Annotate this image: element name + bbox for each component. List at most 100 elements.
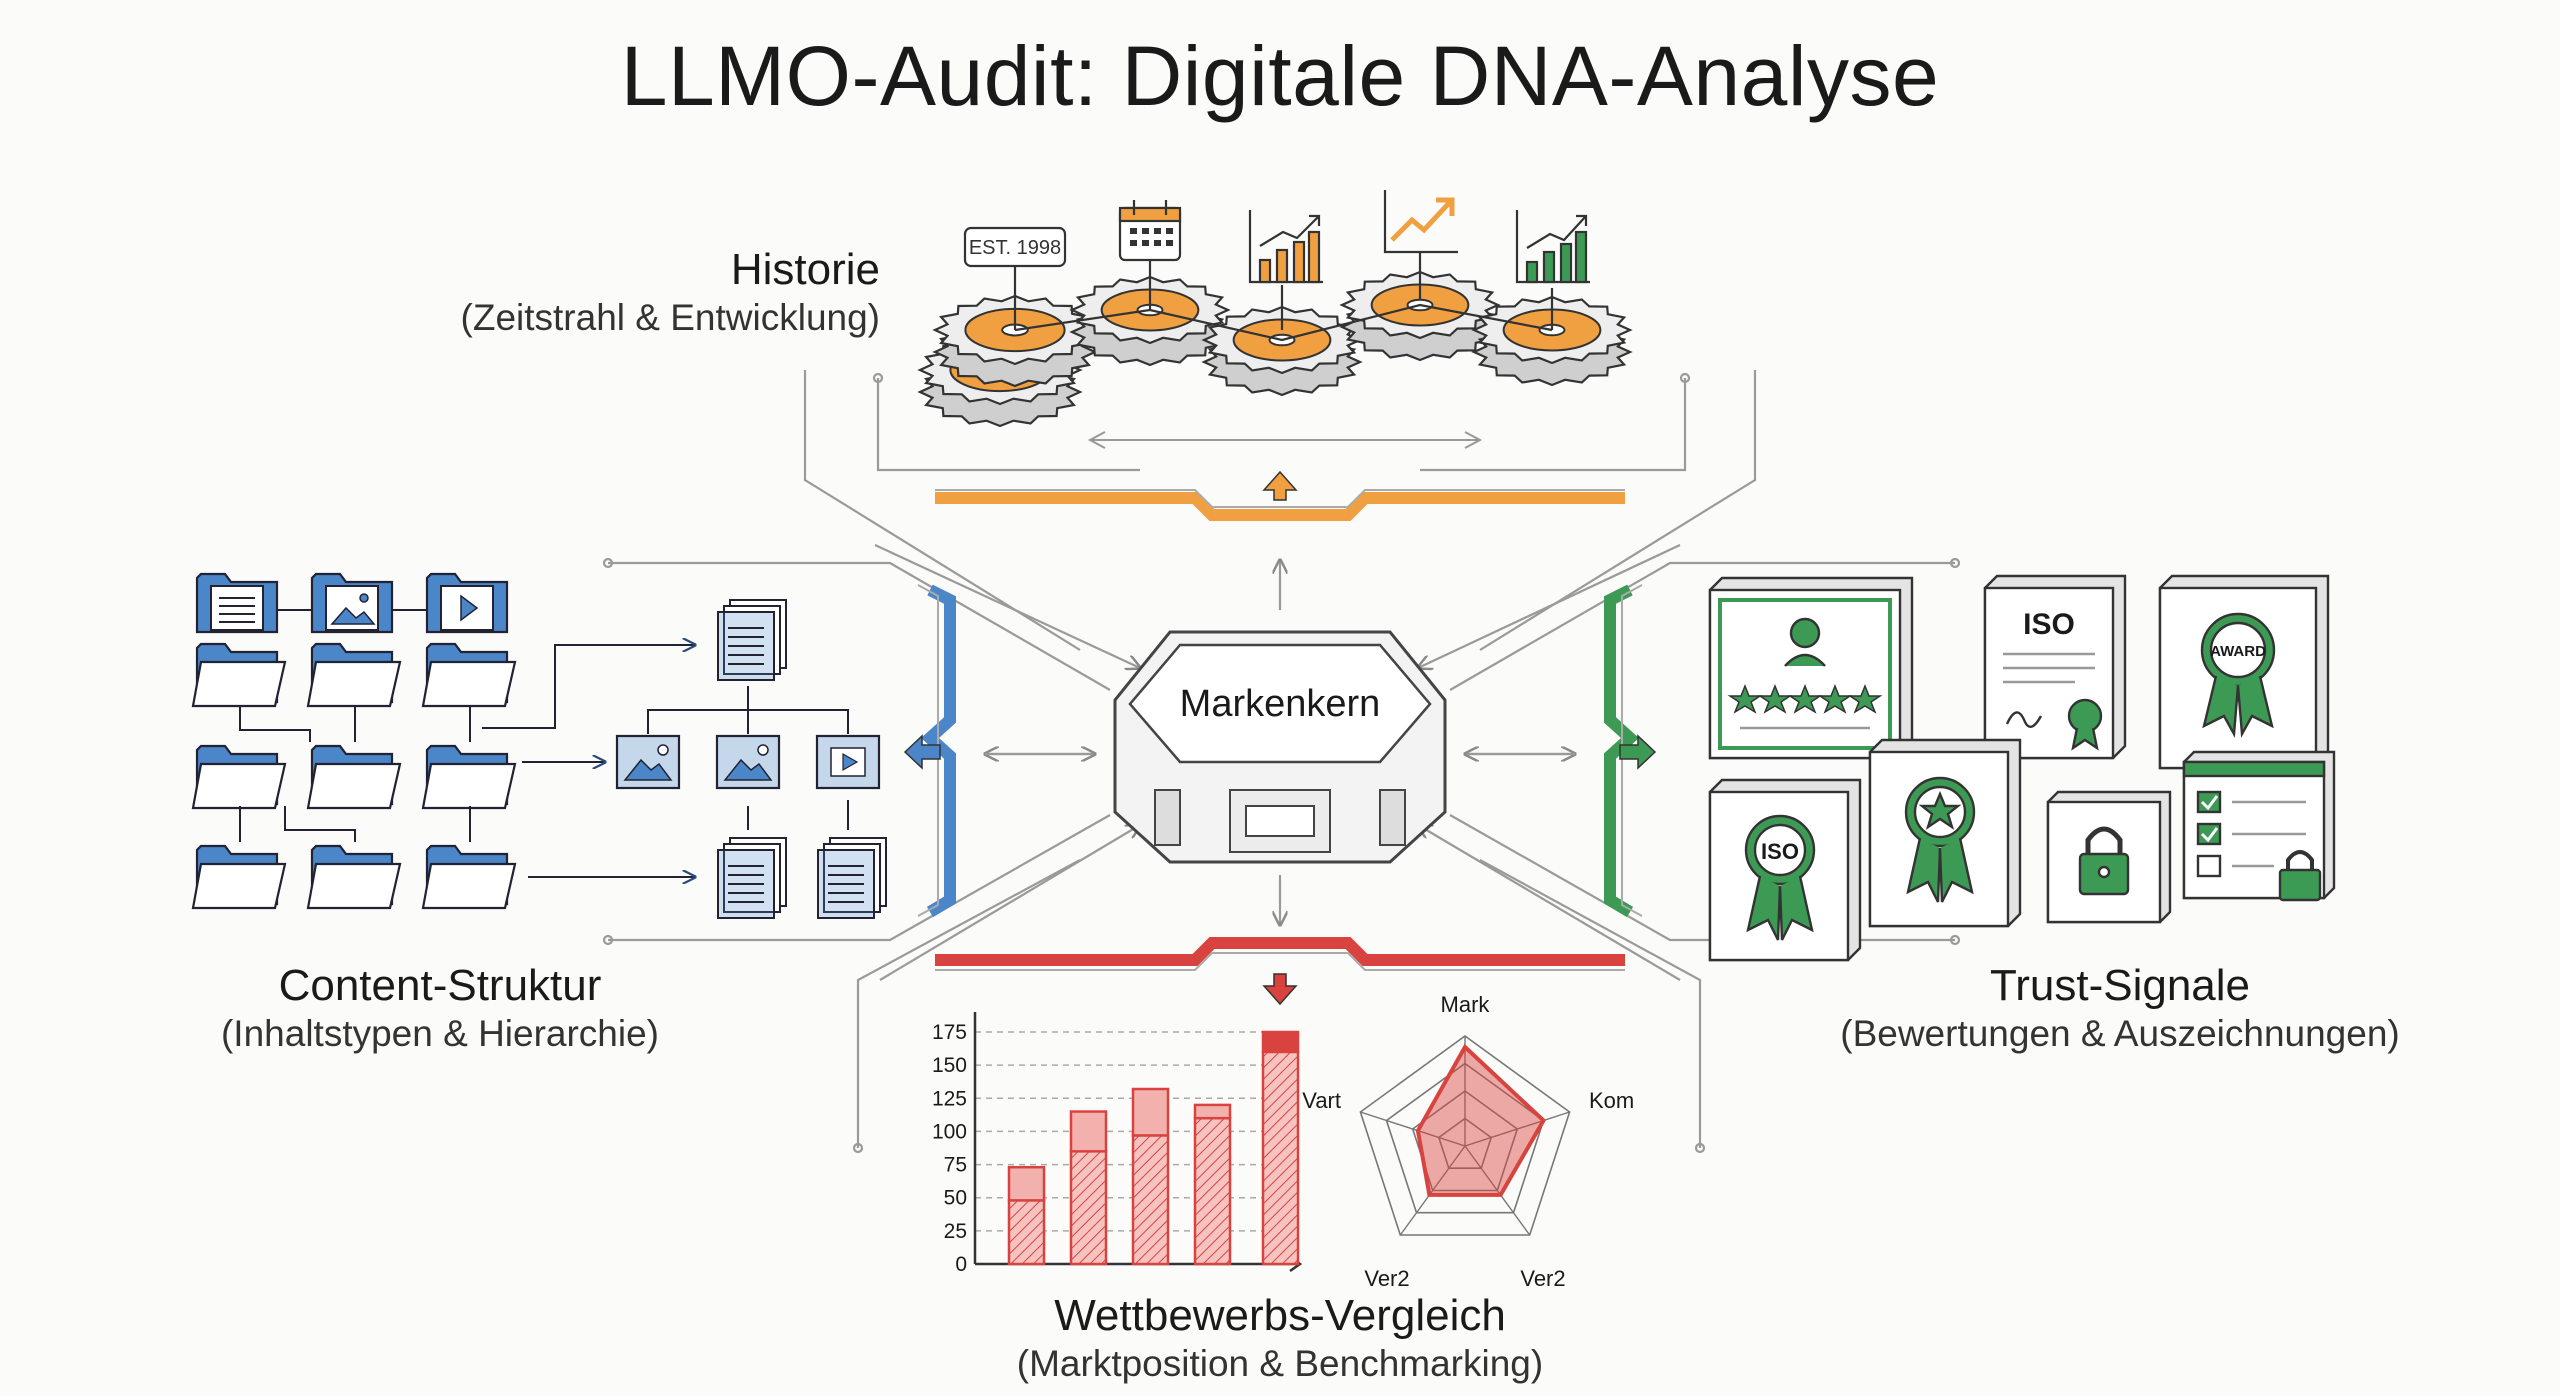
radar-ring (1385, 1062, 1545, 1214)
hierarchy-connectors (647, 686, 849, 830)
gear-5 (1339, 270, 1501, 362)
trust-signals-diagram: ISO AWARD IS (1708, 574, 2336, 962)
video-media-icon (815, 734, 881, 790)
historie-heading: Historie (730, 245, 880, 294)
folder-icon-2-0 (191, 844, 287, 910)
bar-base (1193, 1116, 1232, 1266)
growth-chart-icon-1 (1248, 210, 1323, 284)
radar-axis-label: Mark (1441, 992, 1491, 1017)
document-stack-icon (717, 599, 787, 681)
y-tick-label: 0 (955, 1253, 967, 1276)
radar-ring (1437, 1117, 1493, 1169)
content-subtitle: (Inhaltstypen & Hierarchie) (220, 1012, 660, 1054)
content-bracket (903, 584, 956, 918)
radar-spoke (1360, 1111, 1466, 1147)
radar-spoke (1399, 1145, 1466, 1236)
radar-ring (1359, 1035, 1571, 1236)
trust-bracket (1604, 584, 1657, 918)
bar-base (1131, 1134, 1170, 1266)
image-folder-icon (310, 572, 394, 634)
bar-chart: 0 25 50 75 100 125 150 175 (932, 1012, 1303, 1276)
y-tick-label: 100 (932, 1120, 967, 1143)
document-stack-icon-2 (717, 837, 787, 919)
calendar-icon (1118, 200, 1182, 262)
folder-icon-1-2 (421, 744, 517, 810)
bar-base (1007, 1199, 1046, 1266)
bar-top (1007, 1165, 1046, 1202)
award-plaque-text: AWARD (2210, 643, 2266, 660)
doc-folder-icon (195, 572, 279, 634)
iso-seal-text: ISO (1761, 839, 1799, 864)
bar-base (1261, 1050, 1300, 1266)
page-title: LLMO-Audit: Digitale DNA-Analyse (620, 29, 1940, 123)
trust-heading: Trust-Signale (1989, 961, 2251, 1010)
bar-top (1069, 1110, 1108, 1153)
radar-spoke (1464, 1111, 1570, 1147)
down-arrow-icon (1262, 973, 1298, 1006)
growth-chart-icon-2 (1515, 210, 1590, 284)
radar-spoke (1464, 1145, 1531, 1236)
y-tick-label: 125 (932, 1087, 967, 1110)
left-arrow-icon (903, 734, 941, 770)
iso-document-text: ISO (2023, 608, 2075, 641)
y-tick-label: 25 (944, 1220, 967, 1243)
radar-axis-label: Kom (1589, 1088, 1634, 1113)
label-content: Content-Struktur (Inhaltstypen & Hierarc… (140, 960, 740, 1056)
label-historie: Historie (Zeitstrahl & Entwicklung) (340, 244, 880, 340)
image-media-icon-2 (715, 734, 781, 790)
radar-axis-label: Ver2 (1520, 1266, 1565, 1291)
checklist-window (2182, 750, 2336, 902)
iso-seal-plaque: ISO (1708, 778, 1862, 962)
wettbewerb-subtitle: (Marktposition & Benchmarking) (1016, 1342, 1544, 1384)
up-arrow-icon (1262, 470, 1298, 501)
folder-icon-2-2 (421, 844, 517, 910)
y-tick-label: 175 (932, 1021, 967, 1044)
bar-base (1069, 1150, 1108, 1266)
content-heading: Content-Struktur (278, 961, 602, 1010)
bar-top (1131, 1087, 1170, 1137)
content-structure-diagram (191, 572, 887, 919)
folder-icon-2-1 (306, 844, 402, 910)
y-tick-label: 150 (932, 1054, 967, 1077)
connector-lines (602, 370, 1961, 1154)
folder-icon-0-0 (191, 642, 287, 708)
trend-arrow-icon (1383, 190, 1458, 254)
image-media-icon (615, 734, 681, 790)
iso-document: ISO (1983, 574, 2127, 760)
label-trust: Trust-Signale (Bewertungen & Auszeichnun… (1800, 960, 2440, 1056)
wettbewerb-connector-bar (935, 937, 1625, 1006)
wettbewerb-heading: Wettbewerbs-Vergleich (1054, 1291, 1506, 1340)
trust-subtitle: (Bewertungen & Auszeichnungen) (1840, 1012, 2400, 1054)
radar-axis-label: Ver2 (1364, 1266, 1409, 1291)
right-arrow-icon (1619, 734, 1657, 770)
folder-icon-1-1 (306, 744, 402, 810)
bar-top (1193, 1103, 1232, 1120)
y-tick-label: 50 (944, 1187, 967, 1210)
folder-connectors (239, 609, 695, 877)
historie-connector-bar (935, 431, 1625, 521)
historie-icons: EST. 1998 (963, 190, 1590, 330)
historie-gears (917, 270, 1633, 428)
folder-icon-0-2 (421, 642, 517, 708)
radar-series (1415, 1043, 1547, 1197)
document-stack-icon-3 (817, 837, 887, 919)
folder-icon-1-0 (191, 744, 287, 810)
lock-plaque (2046, 790, 2172, 924)
est-badge: EST. 1998 (963, 226, 1067, 268)
label-wettbewerb: Wettbewerbs-Vergleich (Marktposition & B… (930, 1290, 1630, 1386)
bar-top (1261, 1030, 1300, 1054)
award-plaque: AWARD (2158, 574, 2330, 770)
core-label: Markenkern (1180, 683, 1381, 725)
core-hexagon: Markenkern (1113, 630, 1447, 864)
radar-axis-label: Vart (1302, 1088, 1341, 1113)
est-badge-text: EST. 1998 (969, 237, 1061, 259)
star-medal-plaque (1868, 738, 2022, 928)
historie-subtitle: (Zeitstrahl & Entwicklung) (460, 296, 880, 338)
rating-certificate (1708, 576, 1914, 760)
y-tick-label: 75 (944, 1154, 967, 1177)
folder-icon-0-1 (306, 642, 402, 708)
video-folder-icon (425, 572, 509, 634)
